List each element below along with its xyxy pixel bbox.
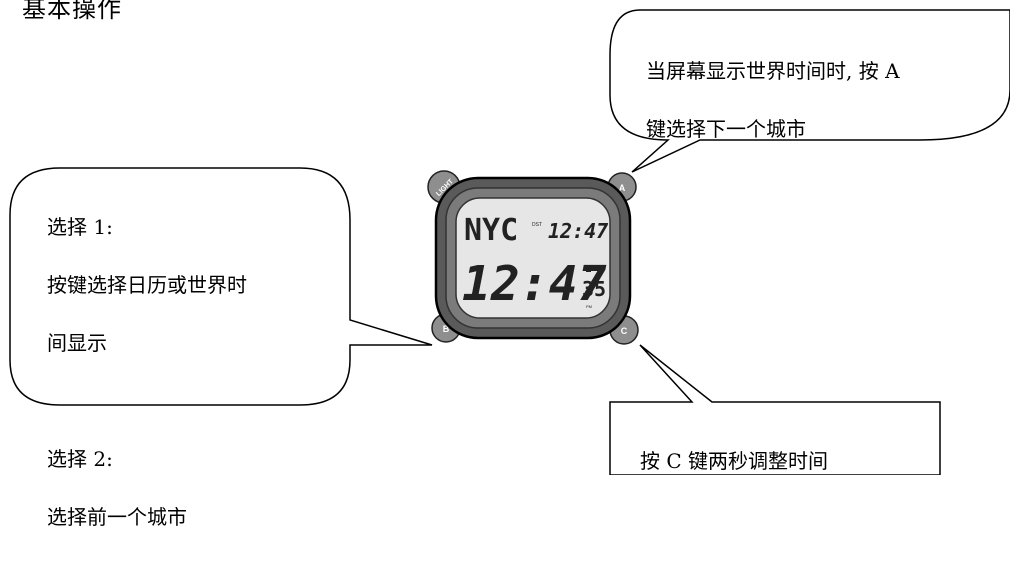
page-heading: 基本操作 <box>22 0 122 23</box>
callout-top-right-text: 当屏幕显示世界时间时, 按 A 键选择下一个城市 <box>646 28 900 173</box>
watch-button-c-label: C <box>621 326 628 336</box>
callout-top-right-bubble <box>609 9 1010 173</box>
callout-shapes <box>9 9 1010 475</box>
callout-bottom-right-text: 按 C 键两秒调整时间 <box>640 418 828 505</box>
watch-lcd <box>455 197 611 319</box>
callout-left-bubble <box>9 167 433 406</box>
callout-bottom-right-line1: 按 C 键两秒调整时间 <box>640 449 829 473</box>
watch-button-a-label: A <box>619 183 626 193</box>
callout-bottom-right-bubble <box>609 344 941 475</box>
watch-pm-indicator: PM <box>586 304 592 309</box>
watch-seconds-display: 35 <box>582 277 606 301</box>
callout-left-line5: 选择前一个城市 <box>47 505 187 529</box>
callout-top-right-line1: 当屏幕显示世界时间时, 按 A <box>646 59 900 83</box>
callout-left-line2: 按键选择日历或世界时 <box>47 273 247 297</box>
callout-left-spacer <box>47 387 247 416</box>
watch-illustration: LIGHT A B C NYC DST 12:47 12:47 35 PM <box>427 170 639 345</box>
watch-main-time-display: 12:47 <box>462 256 607 312</box>
callout-left-text: 选择 1: 按键选择日历或世界时 间显示 选择 2: 选择前一个城市 <box>47 184 247 561</box>
watch-indicator-mark <box>586 269 591 272</box>
callout-top-right-line2: 键选择下一个城市 <box>646 117 806 141</box>
watch-world-time-display: 12:47 <box>548 219 608 243</box>
watch-button-b-label: B <box>443 324 450 334</box>
callout-left-line3: 间显示 <box>47 331 107 355</box>
watch-dst-indicator: DST <box>532 222 542 228</box>
callout-left-line4: 选择 2: <box>47 447 113 471</box>
callout-left-line1: 选择 1: <box>47 215 113 239</box>
watch-city-display: NYC <box>464 213 518 248</box>
